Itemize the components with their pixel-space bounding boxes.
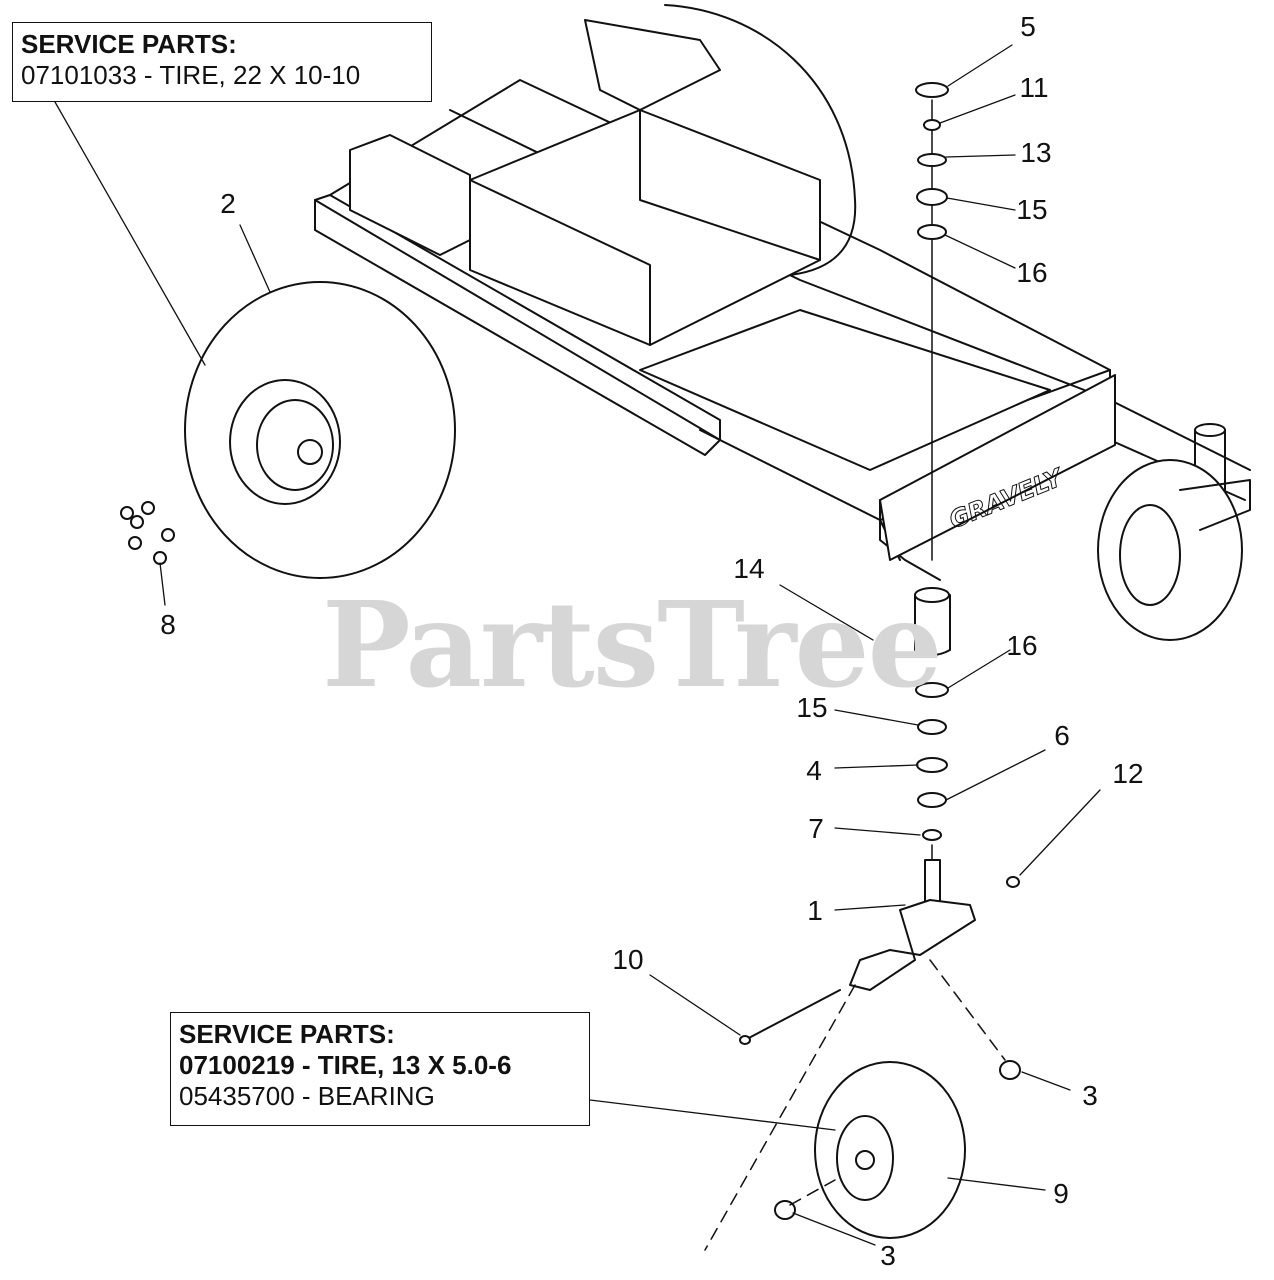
callout-3: 3 [880, 1240, 896, 1271]
service-parts-box-top: SERVICE PARTS: 07101033 - TIRE, 22 X 10-… [12, 22, 432, 102]
service-parts-box-bottom: SERVICE PARTS: 07100219 - TIRE, 13 X 5.0… [170, 1012, 590, 1126]
service-parts-title: SERVICE PARTS: [21, 29, 237, 59]
lower-caster-assembly [739, 587, 1020, 1045]
callout-10: 10 [612, 944, 644, 975]
callout-2: 2 [220, 188, 236, 219]
callout-15: 15 [1016, 194, 1048, 225]
rear-left-wheel [184, 281, 456, 579]
lug-nuts [120, 501, 175, 565]
callout-5: 5 [1020, 11, 1036, 42]
callout-7: 7 [808, 813, 824, 844]
front-left-caster-wheel [774, 1060, 1021, 1239]
callout-15: 15 [796, 692, 828, 723]
callout-13: 13 [1020, 137, 1052, 168]
callout-11: 11 [1019, 72, 1049, 103]
callout-16: 16 [1006, 630, 1038, 661]
mower-frame [314, 19, 1251, 581]
callout-8: 8 [160, 609, 176, 640]
callout-4: 4 [806, 755, 822, 786]
callout-16: 16 [1016, 257, 1048, 288]
service-part-line: 07101033 - TIRE, 22 X 10-10 [21, 60, 361, 90]
leader-lines [54, 44, 1101, 1246]
service-part-line: 05435700 - BEARING [179, 1081, 435, 1111]
callout-12: 12 [1112, 758, 1144, 789]
callout-14: 14 [733, 553, 765, 584]
service-parts-title: SERVICE PARTS: [179, 1019, 395, 1049]
callout-6: 6 [1054, 720, 1070, 751]
top-bearing-stack [915, 82, 949, 561]
alignment-dashes [704, 959, 1006, 1251]
callout-9: 9 [1053, 1178, 1069, 1209]
service-part-line: 07100219 - TIRE, 13 X 5.0-6 [179, 1050, 512, 1080]
callout-1: 1 [807, 895, 823, 926]
callout-3: 3 [1082, 1080, 1098, 1111]
front-right-caster-wheel [1097, 459, 1251, 641]
